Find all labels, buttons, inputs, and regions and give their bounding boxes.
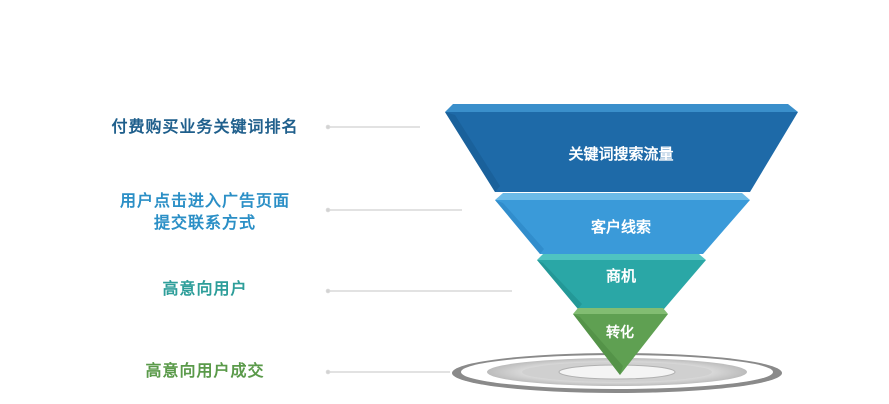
funnel-stage-3-label: 商机 (606, 267, 636, 285)
left-label-4-line-1: 高意向用户成交 (60, 360, 350, 382)
left-label-2: 用户点击进入广告页面 提交联系方式 (60, 190, 350, 234)
funnel-stage-2-label: 客户线索 (590, 218, 651, 236)
funnel-stage-1-label: 关键词搜索流量 (568, 145, 673, 163)
left-label-2-line-2: 提交联系方式 (60, 212, 350, 234)
left-label-4: 高意向用户成交 (60, 360, 350, 382)
funnel-stage-3: 商机 (537, 254, 706, 309)
funnel-stage-2: 客户线索 (495, 193, 750, 254)
left-label-2-line-1: 用户点击进入广告页面 (60, 190, 350, 212)
funnel-stage-1: 关键词搜索流量 (445, 104, 798, 192)
left-label-1-line-1: 付费购买业务关键词排名 (60, 116, 350, 138)
left-label-3-line-1: 高意向用户 (60, 278, 350, 300)
left-label-1: 付费购买业务关键词排名 (60, 116, 350, 138)
funnel-stage-4-label: 转化 (606, 324, 634, 341)
left-label-3: 高意向用户 (60, 278, 350, 300)
